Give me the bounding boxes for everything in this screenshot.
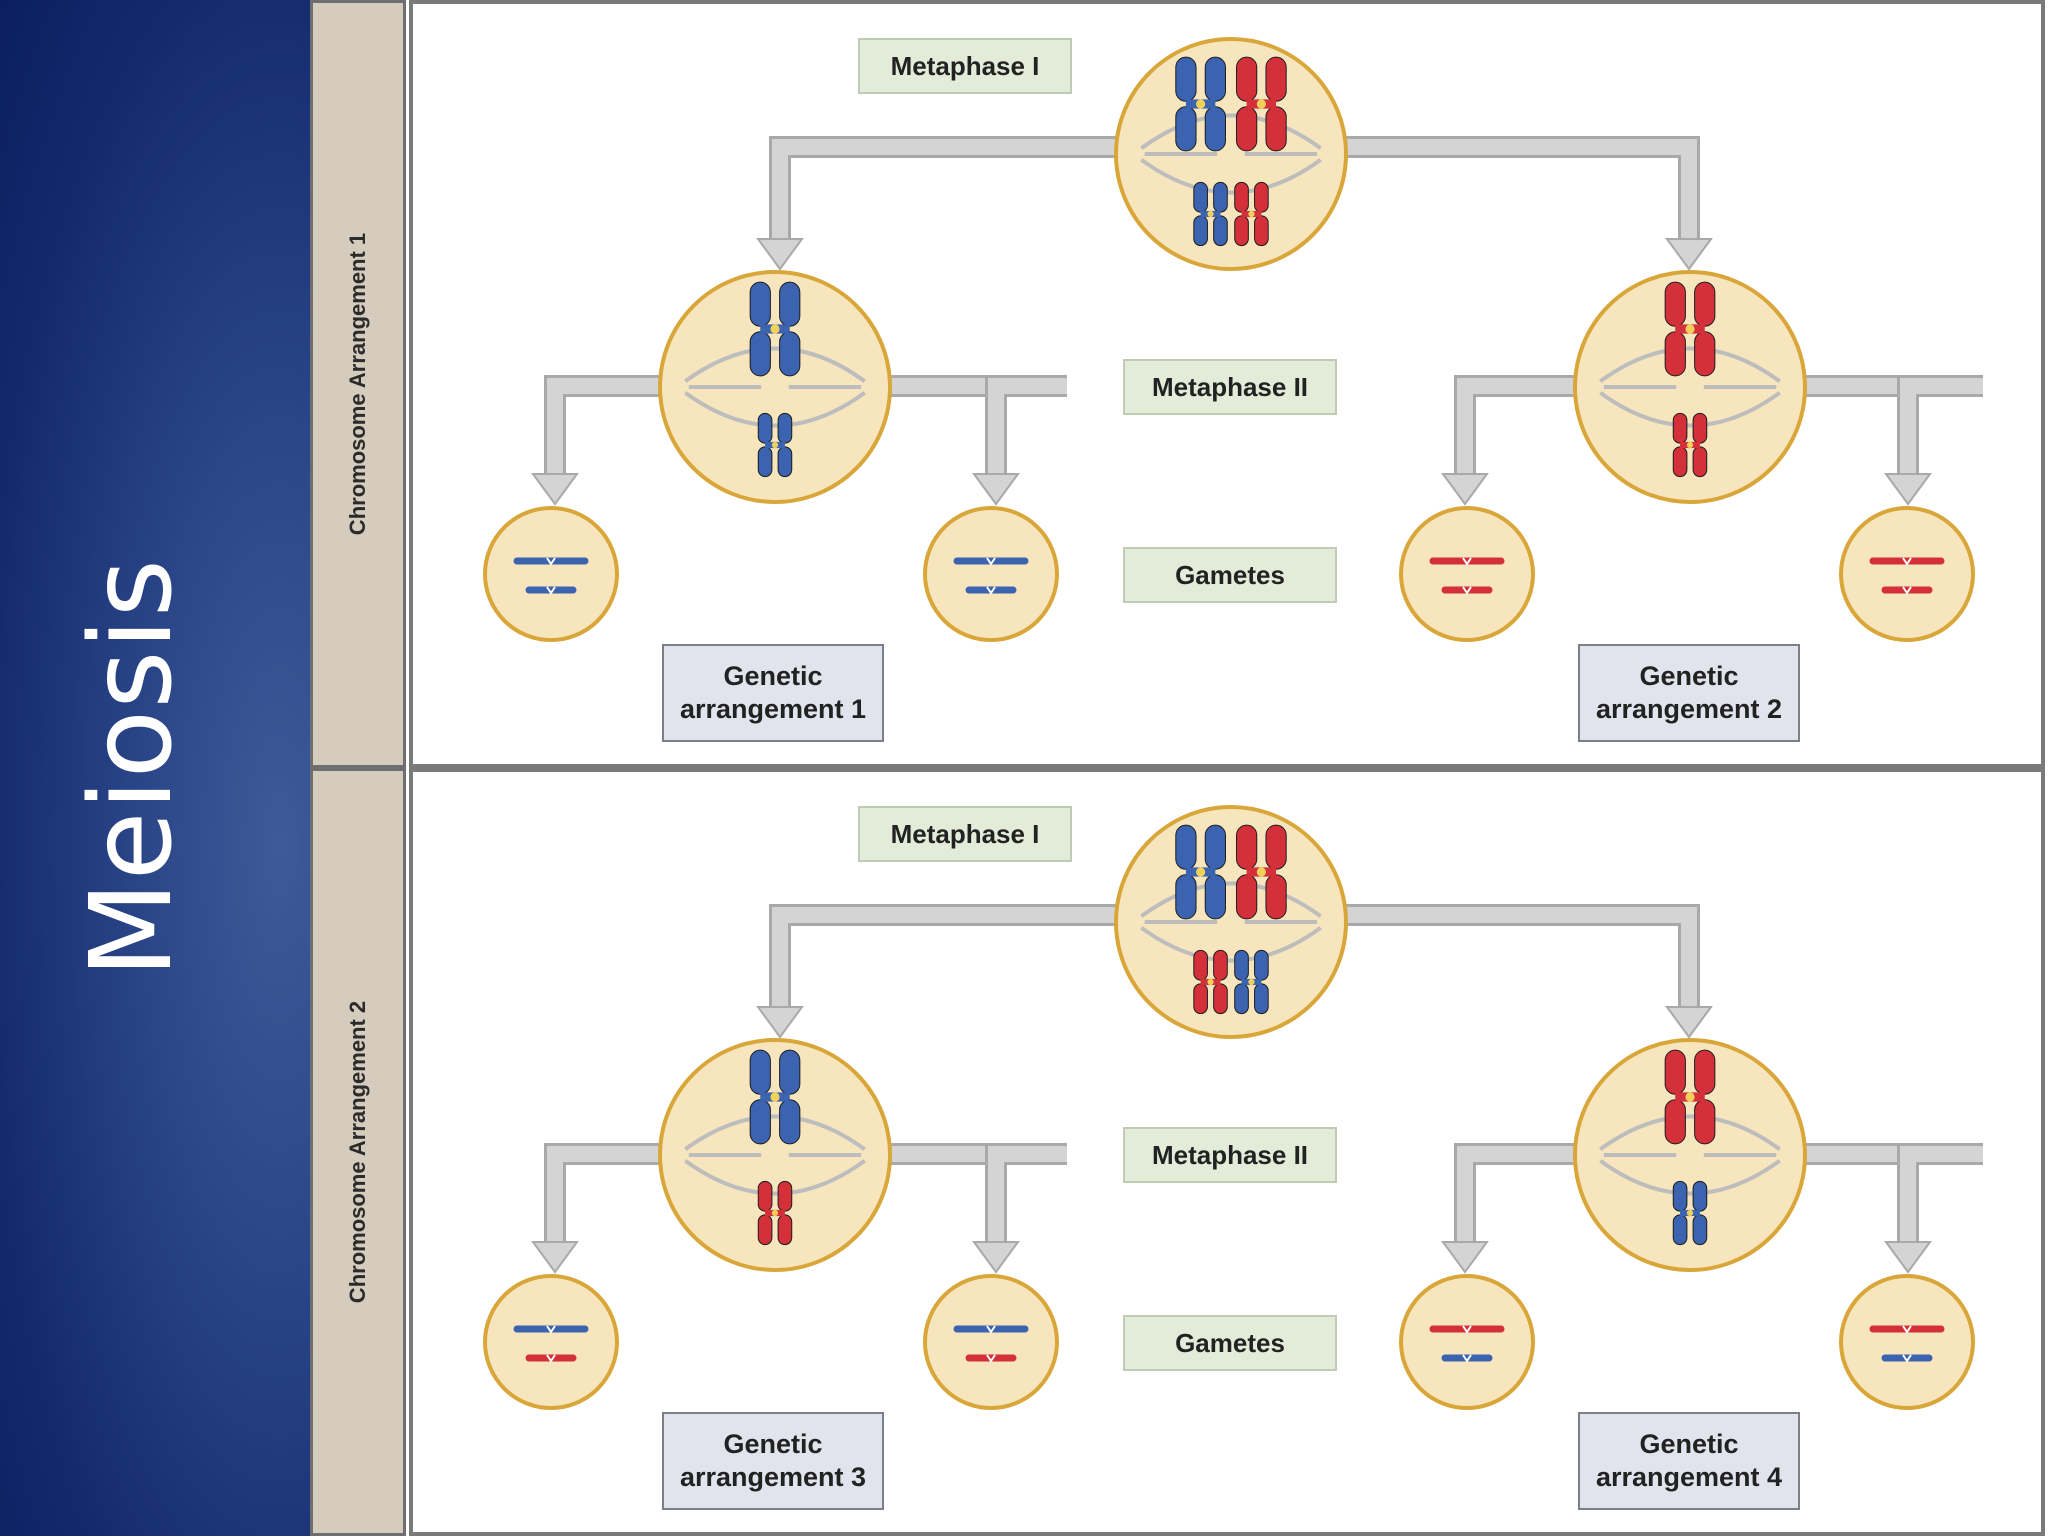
arrow-to-right-metaphase2 (1536, 904, 1713, 1039)
gamete-cell-3 (1399, 506, 1535, 642)
chromosome (1193, 949, 1228, 1015)
chromosome (1234, 181, 1269, 247)
metaphase-2-cell-right (1573, 1038, 1807, 1272)
gamete-cell-2 (923, 506, 1059, 642)
arrangement-2-diagram (483, 805, 1983, 1410)
spindle-fibers (1599, 346, 1781, 428)
chromatid-large (953, 1325, 1029, 1334)
chromosome (1236, 56, 1287, 152)
chromosome (1175, 56, 1226, 152)
genetic-arrangement-1-label: Genetic arrangement 1 (662, 644, 884, 742)
gamete-cell-4 (1839, 506, 1975, 642)
arrangement-1-side-label: Chromosome Arrangement 1 (345, 232, 370, 536)
metaphase-1-label: Metaphase I (858, 38, 1072, 94)
gamete-cell-3 (1399, 1274, 1535, 1410)
homologous-pair-small (1193, 949, 1269, 1015)
chromatid-small (1441, 586, 1493, 595)
gamete-cell-1 (483, 1274, 619, 1410)
gametes-label: Gametes (1123, 1315, 1337, 1371)
chromosome-large (749, 1049, 801, 1145)
metaphase-1-cell (1114, 37, 1348, 271)
spindle-fibers (1140, 881, 1322, 963)
chromatid-small (1881, 586, 1933, 595)
arrangement-1-side-strip: Chromosome Arrangement 1 (310, 0, 406, 768)
spindle-fibers (1140, 113, 1322, 195)
arrangement-2-side-label: Chromosome Arrangement 2 (345, 1000, 370, 1304)
genetic-arrangement-2-label: Genetic arrangement 2 (1578, 644, 1800, 742)
arrow-to-gamete (1884, 375, 1983, 506)
spindle-fibers (684, 1114, 866, 1196)
homologous-pair-small (1193, 181, 1269, 247)
chromatid-large (953, 557, 1029, 566)
chromosome-large (749, 281, 801, 377)
chromosome (1193, 181, 1228, 247)
gamete-cell-4 (1839, 1274, 1975, 1410)
homologous-pair-large (1175, 824, 1287, 920)
arrow-to-gamete (531, 1143, 1067, 1274)
chromatid-large (513, 1325, 589, 1334)
metaphase-2-cell-left (658, 270, 892, 504)
gametes-label: Gametes (1123, 547, 1337, 603)
genetic-arrangement-4-label: Genetic arrangement 4 (1578, 1412, 1800, 1510)
chromosome (1236, 824, 1287, 920)
chromatid-large (513, 557, 589, 566)
title-sidebar: Meiosis (0, 0, 310, 1536)
slide-title: Meiosis (67, 558, 197, 978)
chromatid-large (1869, 557, 1945, 566)
metaphase-2-label: Metaphase II (1123, 359, 1337, 415)
arrow-to-gamete (531, 375, 1067, 506)
gamete-cell-2 (923, 1274, 1059, 1410)
chromosome-large (1664, 281, 1716, 377)
arrow-to-gamete (1441, 1143, 1983, 1274)
chromosome-small (757, 412, 793, 478)
metaphase-2-label: Metaphase II (1123, 1127, 1337, 1183)
spindle-fibers (1599, 1114, 1781, 1196)
arrangement-2-panel: Metaphase I Metaphase II Gametes Genetic… (409, 768, 2045, 1536)
arrangement-1-diagram (483, 37, 1983, 642)
metaphase-1-label: Metaphase I (858, 806, 1072, 862)
arrow-to-gamete (1441, 375, 1983, 506)
arrangement-2-side-strip: Chromosome Arrangement 2 (310, 768, 406, 1536)
chromatid-small (965, 1354, 1017, 1363)
chromosome-large (1664, 1049, 1716, 1145)
chromatid-small (525, 1354, 577, 1363)
chromatid-small (525, 586, 577, 595)
arrow-to-right-metaphase2 (1536, 136, 1713, 271)
chromatid-small (1881, 1354, 1933, 1363)
chromosome (1234, 949, 1269, 1015)
arrow-to-gamete (1884, 1143, 1983, 1274)
arrow-to-gamete (972, 375, 1067, 506)
metaphase-2-cell-left (658, 1038, 892, 1272)
chromosome-small (757, 1180, 793, 1246)
chromatid-large (1429, 557, 1505, 566)
chromosome-small (1672, 412, 1708, 478)
chromosome-small (1672, 1180, 1708, 1246)
homologous-pair-large (1175, 56, 1287, 152)
gamete-cell-1 (483, 506, 619, 642)
spindle-fibers (684, 346, 866, 428)
chromatid-large (1429, 1325, 1505, 1334)
arrangement-1-panel: Metaphase I Metaphase II Gametes Genetic… (409, 0, 2045, 768)
chromosome (1175, 824, 1226, 920)
arrow-to-gamete (972, 1143, 1067, 1274)
metaphase-1-cell (1114, 805, 1348, 1039)
chromatid-small (1441, 1354, 1493, 1363)
chromatid-small (965, 586, 1017, 595)
chromatid-large (1869, 1325, 1945, 1334)
metaphase-2-cell-right (1573, 270, 1807, 504)
genetic-arrangement-3-label: Genetic arrangement 3 (662, 1412, 884, 1510)
